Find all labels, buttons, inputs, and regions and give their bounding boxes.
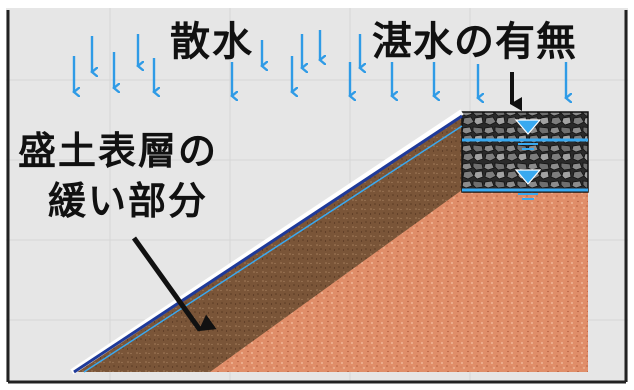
- diagram-frame: [6, 10, 628, 384]
- slope-face-line: [73, 114, 463, 374]
- loose-surface-label-line2: 緩い部分: [48, 179, 209, 223]
- slope-water-line: [83, 125, 463, 373]
- loose-surface-label-line1: 盛土表層の: [18, 129, 219, 173]
- rainfall-label: 散水: [170, 19, 254, 65]
- rain-arrows: [74, 30, 566, 98]
- loose-layer-pointer-arrow: [131, 236, 217, 332]
- water-seepage-label: 湛水の有無: [372, 19, 577, 65]
- water-level-triangle-icon: [514, 169, 542, 200]
- water-level-triangle-icon: [514, 119, 542, 150]
